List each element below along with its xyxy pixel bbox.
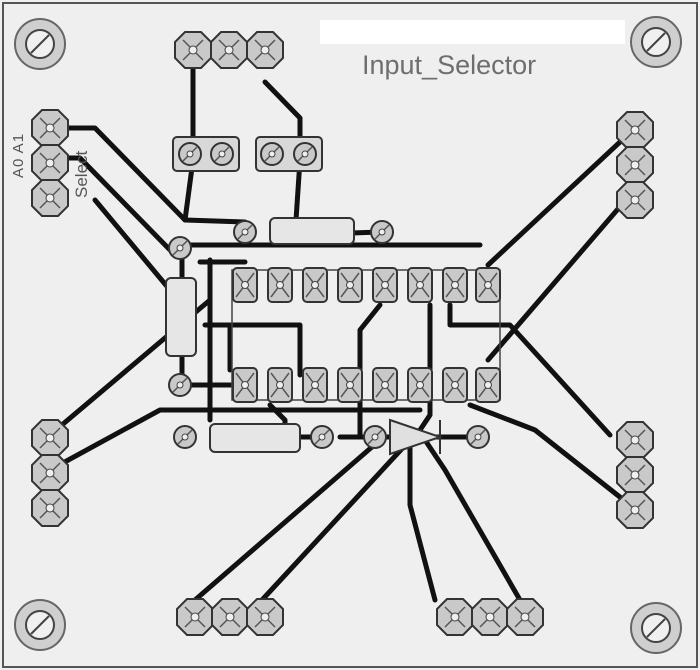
select-label: Select xyxy=(72,150,91,198)
pin-label: A0 A1 xyxy=(10,132,27,178)
ic-pads xyxy=(232,267,501,403)
title-blank-area xyxy=(320,20,625,44)
board-title: Input_Selector xyxy=(362,50,537,80)
discrete-pads xyxy=(168,142,490,449)
header-pads xyxy=(31,31,654,636)
mounting-holes xyxy=(14,16,682,654)
copper-traces xyxy=(47,47,638,603)
ic-outline xyxy=(231,269,501,401)
